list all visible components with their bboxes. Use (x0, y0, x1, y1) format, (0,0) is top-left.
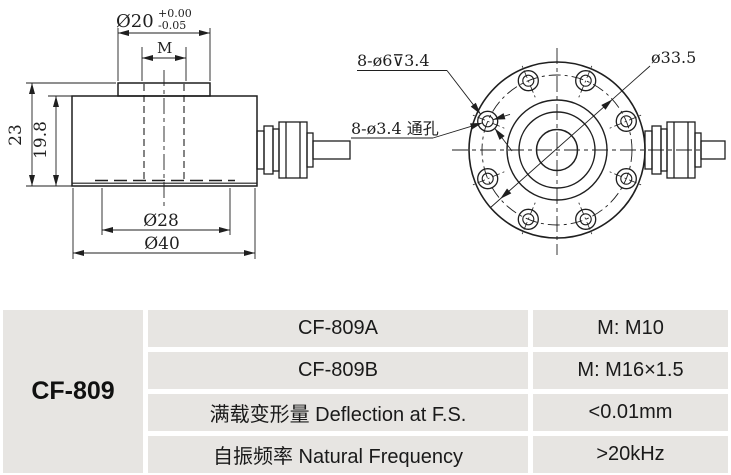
dim-top-diameter: Ø20 +0.00 -0.05 (116, 7, 211, 81)
dim-label-d20: Ø20 (116, 11, 154, 32)
spec-table: CF-809 CF-809A M: M10 CF-809B M: M16×1.5… (3, 310, 728, 473)
bolt-holes (470, 63, 644, 237)
dim-height-body: 19.8 (31, 95, 72, 186)
dim-label-d40: Ø40 (144, 234, 180, 254)
dim-label-tol-minus: -0.05 (158, 19, 186, 32)
label-counterbore: 8-ø6⊽3.4 (357, 51, 513, 152)
cable-connector-side (256, 121, 351, 179)
row-name-deflection: 满载变形量 Deflection at F.S. (148, 394, 528, 431)
technical-drawing: Ø20 +0.00 -0.05 M 23 (6, 7, 726, 259)
label-through-hole: 8-ø3.4 通孔 (351, 113, 511, 139)
left-view: Ø20 +0.00 -0.05 M 23 (6, 7, 351, 259)
label-through-hole-text: 8-ø3.4 通孔 (351, 119, 439, 138)
dim-thread: M (141, 39, 187, 81)
dim-height-total: 23 (6, 82, 116, 187)
row-name-frequency: 自振频率 Natural Frequency (148, 436, 528, 473)
row-name-cf809b: CF-809B (148, 352, 528, 389)
dim-label-m: M (157, 39, 172, 57)
dim-label-19-8: 19.8 (31, 121, 51, 159)
row-value-frequency: >20kHz (533, 436, 728, 473)
dim-label-d28: Ø28 (143, 211, 179, 231)
row-value-cf809b: M: M16×1.5 (533, 352, 728, 389)
model-cell: CF-809 (3, 310, 143, 473)
row-value-cf809a: M: M10 (533, 310, 728, 347)
dim-diameter-28: Ø28 (101, 188, 231, 235)
right-view: 8-ø6⊽3.4 8-ø3.4 通孔 ø33.5 (351, 48, 726, 255)
dim-label-23: 23 (6, 124, 26, 146)
dim-diameter-40: Ø40 (72, 188, 256, 259)
dim-label-tol-plus: +0.00 (158, 7, 192, 20)
body-outline (71, 95, 258, 187)
dim-label-d33-5: ø33.5 (651, 48, 696, 67)
row-name-cf809a: CF-809A (148, 310, 528, 347)
hidden-bore-lines (143, 84, 185, 180)
cable-connector-front (644, 121, 726, 179)
dim-bolt-circle: ø33.5 (489, 48, 696, 209)
label-counterbore-text: 8-ø6⊽3.4 (357, 51, 430, 70)
row-value-deflection: <0.01mm (533, 394, 728, 431)
